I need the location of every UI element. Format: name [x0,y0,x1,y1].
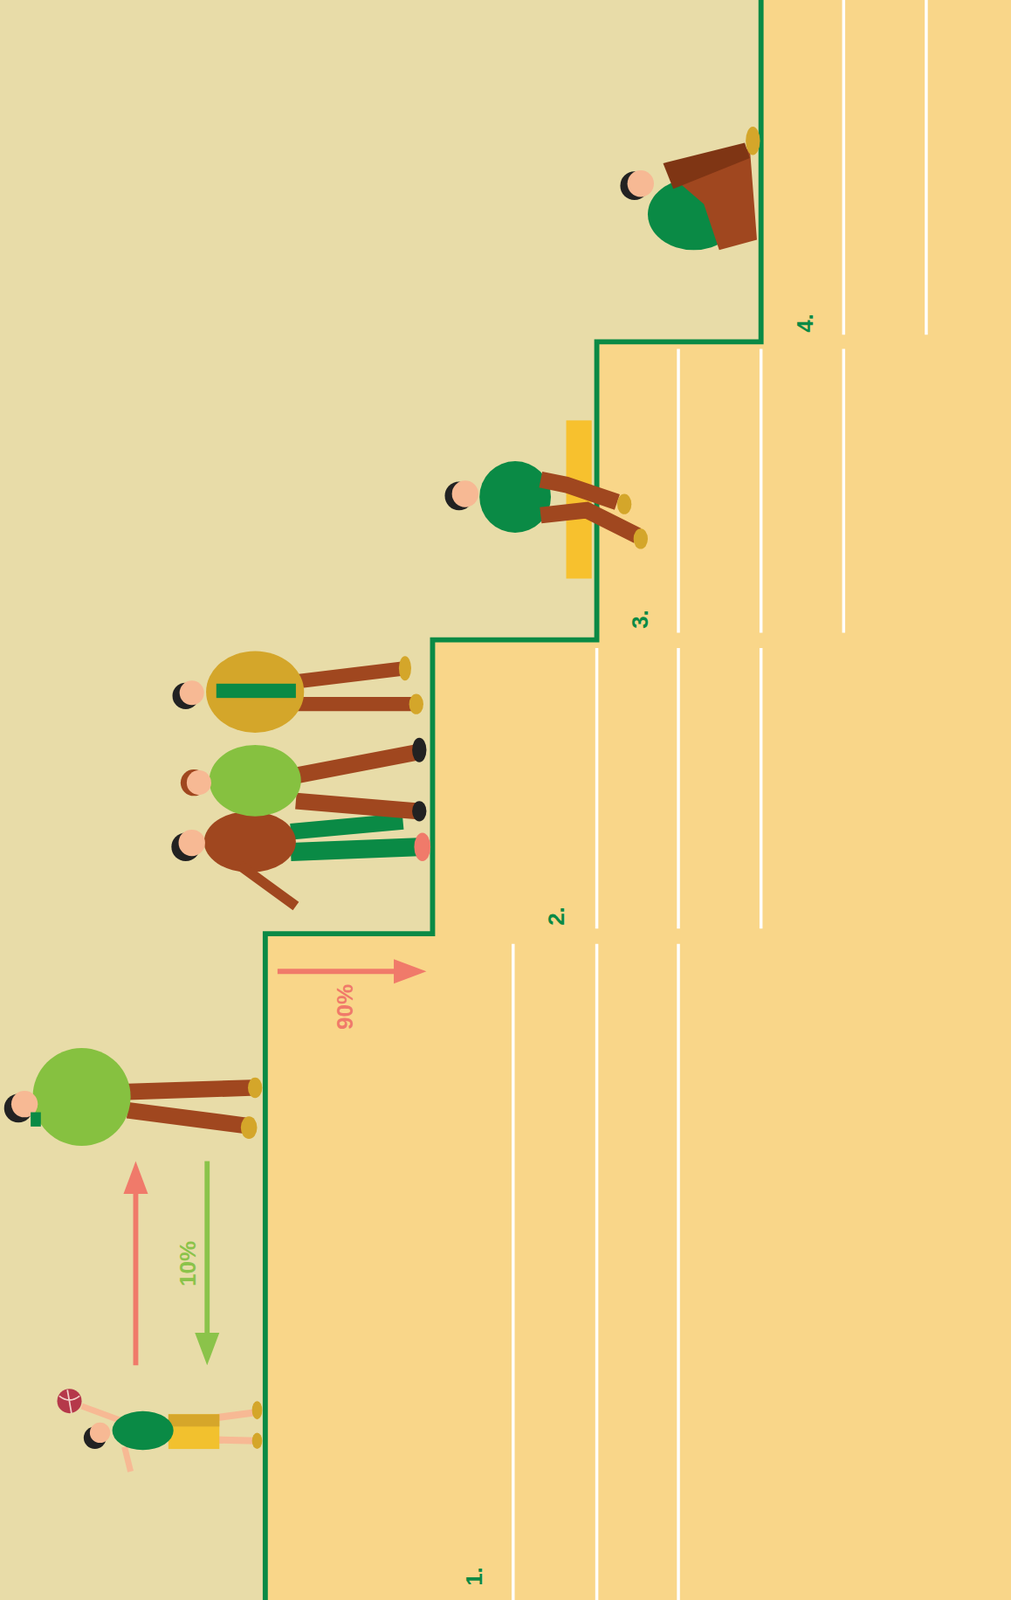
flow-arrow [277,968,404,974]
step-number: 1. [462,1567,486,1587]
step-band: 3. [598,341,1011,640]
group-figures [178,829,206,856]
flow-arrow [194,1332,220,1365]
step-number: 2. [544,906,568,926]
flow-arrow [393,958,427,984]
flow-arrow [123,958,427,1365]
group-figures [290,846,419,853]
lane-line [842,0,846,335]
group-figures [186,770,212,795]
group-figures [412,737,427,763]
group-figures [204,811,296,873]
sitting-man-figure [633,528,648,549]
phone-man-figure [240,1115,258,1139]
phone-man-figure [127,1086,251,1092]
crouching-man-figure [627,170,654,197]
step-band: 4. [763,0,1011,342]
lane-line [595,943,599,1600]
group-figures [171,650,431,906]
group-figures [295,667,405,681]
group-figures [295,696,415,711]
child-figure [112,1410,174,1450]
child-figure [57,1388,83,1413]
group-figures [409,693,424,714]
step-outline [265,0,762,1600]
group-figures [290,821,404,833]
sitting-man-figure [540,479,618,503]
step-band: 2. [434,639,1011,935]
phone-man-figure [127,1109,245,1126]
child-figure [82,1405,121,1420]
lane-line [759,647,764,929]
child-figure [168,1413,220,1449]
group-figures [209,744,302,817]
group-figures [295,751,419,776]
flow-arrow [123,1161,148,1194]
crouching-man-figure [619,126,760,250]
child-figure [89,1422,111,1443]
phone-man-figure [30,1112,42,1127]
phone-man-figure [4,1047,263,1146]
step-number: 4. [793,314,817,334]
group-figures [412,800,427,821]
crouching-man-figure [663,143,750,190]
sitting-man-figure [479,460,551,533]
phone-man-figure [247,1077,262,1098]
group-figures [295,800,419,812]
phone-man-figure [32,1047,131,1146]
lane-line [676,647,681,929]
lane-line [842,349,846,633]
sitting-man-figure [617,493,632,514]
lane-line [511,943,516,1600]
child-figure [124,1446,131,1472]
group-figures [413,832,431,861]
child-figure [57,1388,263,1472]
child-figure [59,1389,80,1413]
child-figure [168,1413,220,1426]
step-outline [265,0,762,1600]
group-figures [206,650,304,732]
lane-line [676,349,681,633]
flow-arrow [204,1161,210,1342]
step-fill [265,0,1011,1600]
group-figures [398,655,412,681]
crouching-man-figure [745,126,760,156]
step-band: 1. [267,933,1011,1600]
lane-line [676,943,681,1600]
group-figures [179,680,205,705]
group-figures [240,865,296,907]
flow-arrow [133,1185,139,1366]
step-number: 3. [628,609,652,629]
percentage-label: 10% [176,1240,200,1287]
percentage-label: 90% [333,983,357,1030]
sitting-man-figure [444,419,648,578]
lane-line [513,0,927,1600]
lane-line [759,349,764,633]
lane-line [595,647,599,929]
group-figures [216,683,296,698]
step-fill [265,0,1011,1600]
child-figure [252,1400,263,1419]
lane-line [924,0,929,335]
sitting-man-figure [452,480,479,507]
child-figure [252,1431,263,1449]
